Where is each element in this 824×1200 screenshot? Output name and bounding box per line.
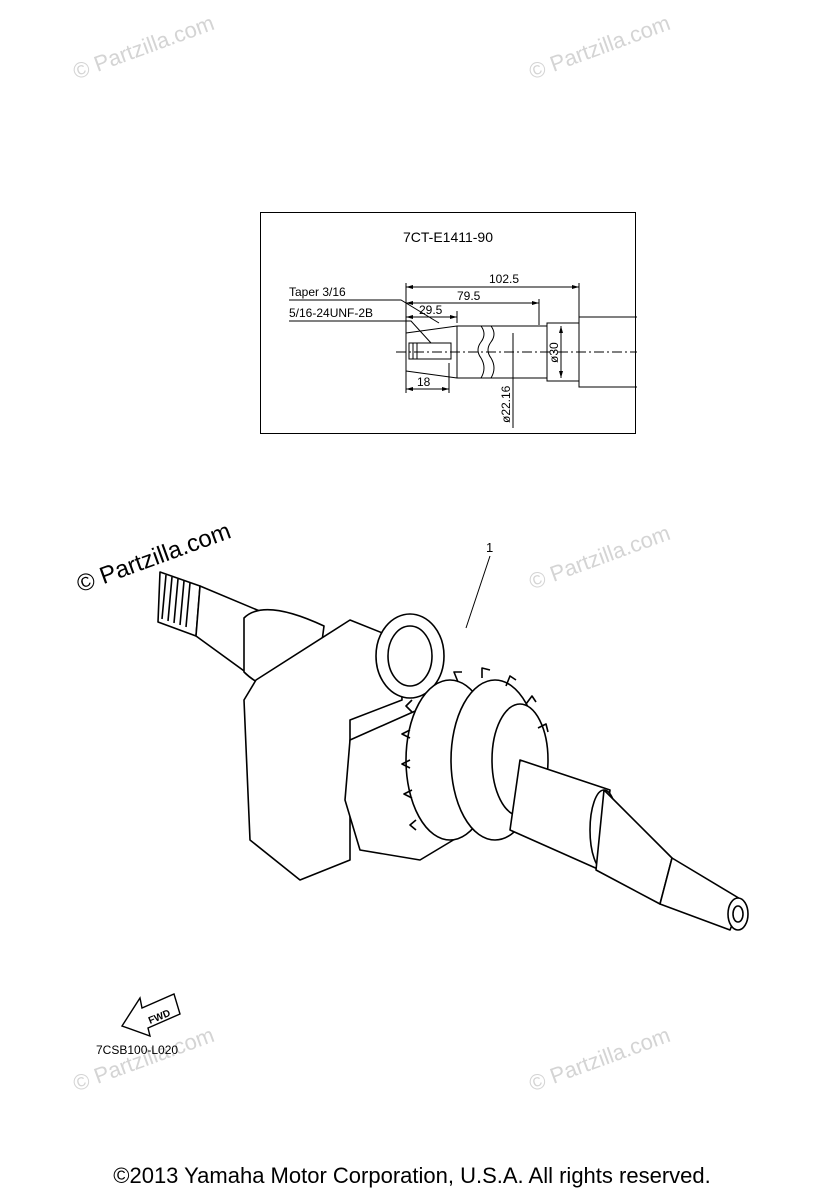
callout-number: 1 — [486, 540, 493, 555]
dimension-18: 18 — [417, 375, 431, 389]
watermark: © Partzilla.com — [525, 520, 674, 595]
dimension-diameter-22-16: ø22.16 — [499, 385, 513, 423]
watermark: © Partzilla.com — [525, 1022, 674, 1097]
watermark: © Partzilla.com — [69, 10, 218, 85]
dimension-29-5: 29.5 — [419, 303, 443, 317]
figure-code: 7CSB100-L020 — [96, 1043, 179, 1057]
detail-drawing-box: 7CT-E1411-90 — [260, 212, 637, 434]
dimension-diameter-30: ø30 — [547, 342, 561, 363]
watermark: © Partzilla.com — [525, 10, 674, 85]
thread-label: 5/16-24UNF-2B — [289, 306, 373, 320]
part-number: 7CT-E1411-90 — [402, 229, 493, 245]
fwd-label: FWD — [147, 1008, 172, 1027]
dimension-79-5: 79.5 — [457, 289, 481, 303]
watermark-main: © Partzilla.com — [73, 517, 235, 599]
copyright-notice: ©2013 Yamaha Motor Corporation, U.S.A. A… — [113, 1163, 711, 1188]
watermark: © Partzilla.com — [69, 1022, 218, 1097]
dimension-102-5: 102.5 — [489, 272, 519, 286]
taper-label: Taper 3/16 — [289, 285, 346, 299]
shaft-detail-drawing: Taper 3/16 5/16-24UNF-2B 102.5 79.5 29.5… — [289, 272, 637, 428]
